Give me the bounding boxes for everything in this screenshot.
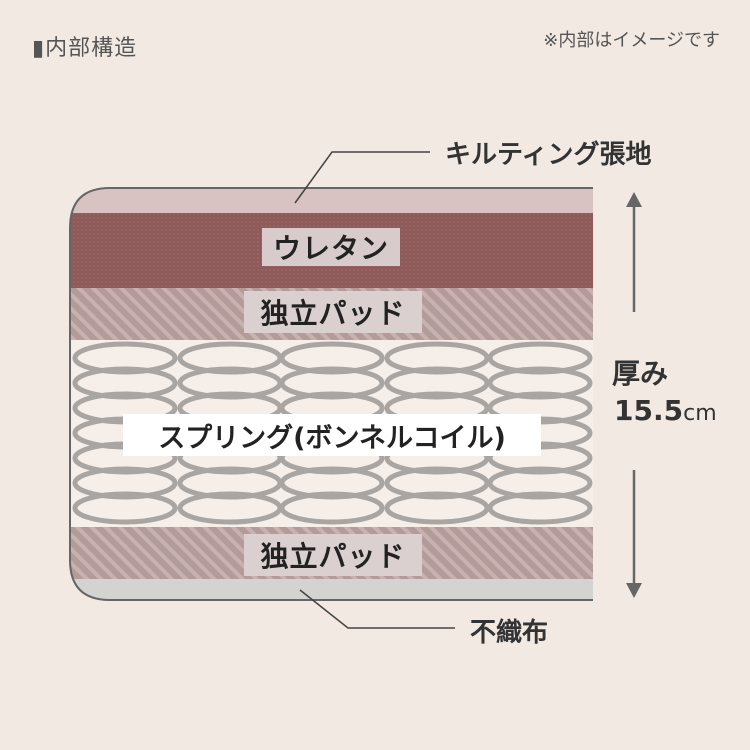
section-title: ▮内部構造 bbox=[32, 36, 138, 61]
bottom-callout-line bbox=[299, 589, 455, 629]
coil-loop bbox=[72, 491, 178, 525]
coil-loop bbox=[487, 341, 593, 375]
mattress-outline bbox=[69, 187, 593, 601]
nonwoven-layer bbox=[70, 579, 593, 600]
urethane-label: ウレタン bbox=[262, 228, 400, 266]
quilting-layer bbox=[70, 188, 593, 213]
coil-loop bbox=[487, 466, 593, 500]
spring-label: スプリング(ボンネルコイル) bbox=[123, 414, 541, 456]
coil-loop bbox=[279, 491, 385, 525]
coil-loop bbox=[72, 466, 178, 500]
thickness-label: 厚み bbox=[612, 357, 669, 390]
coil-loop bbox=[487, 491, 593, 525]
nonwoven-callout: 不織布 bbox=[470, 618, 549, 648]
coil-loop bbox=[279, 366, 385, 400]
coil-loop bbox=[72, 341, 178, 375]
thickness-unit: cm bbox=[683, 401, 717, 426]
quilting-callout: キルティング張地 bbox=[445, 140, 652, 170]
coil-loop bbox=[72, 366, 178, 400]
image-note: ※内部はイメージです bbox=[543, 30, 720, 51]
thickness-number: 15.5 bbox=[614, 394, 684, 427]
pad-top-label: 独立パッド bbox=[244, 291, 422, 333]
coil-loop bbox=[279, 341, 385, 375]
coil-loop bbox=[384, 491, 490, 525]
top-callout-line bbox=[294, 151, 430, 204]
thickness-arrow bbox=[626, 192, 642, 598]
pad-bottom-label: 独立パッド bbox=[244, 534, 422, 576]
coil-loop bbox=[384, 466, 490, 500]
thickness-value: 15.5cm bbox=[614, 394, 717, 427]
coil-loop bbox=[384, 366, 490, 400]
coil-loop bbox=[384, 341, 490, 375]
coil-loop bbox=[279, 466, 385, 500]
coil-loop bbox=[487, 366, 593, 400]
